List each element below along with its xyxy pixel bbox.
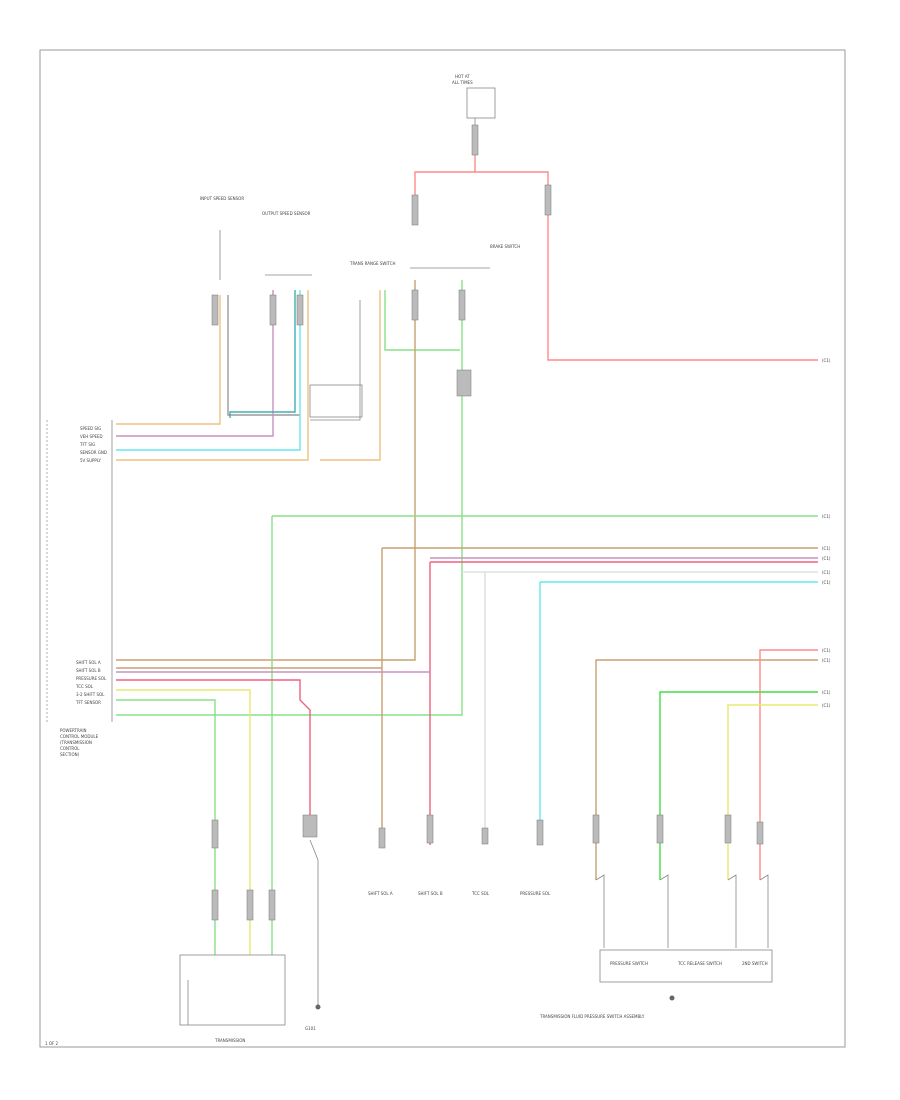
pcm-bottom-pin-4: 3-2 SHIFT SOL <box>76 692 105 697</box>
pcm-bottom-pin-3: TCC SOL <box>75 684 94 689</box>
endpoint-1: (C1) <box>822 514 831 519</box>
bottom-sol-0: SHIFT SOL A <box>368 891 393 896</box>
transmission-block <box>179 954 286 1026</box>
switch-ground-node <box>669 995 675 1001</box>
bottom-sol-2: TCC SOL <box>471 891 490 896</box>
wire-tan-right <box>595 659 818 880</box>
fuse-block <box>466 87 496 119</box>
connector-20 <box>211 889 219 921</box>
connector-1 <box>211 294 219 326</box>
wire-yellow-right <box>727 704 818 880</box>
endpoint-8: (C1) <box>822 690 831 695</box>
sensor-label-2: TRANS RANGE SWITCH <box>349 261 396 266</box>
wire-green-short <box>384 290 460 351</box>
endpoint-5: (C1) <box>822 580 831 585</box>
wire-red-branch <box>414 171 475 200</box>
wire-red-right <box>759 649 818 880</box>
connector-8 <box>544 184 552 216</box>
fuse-top-label-0: HOT AT <box>455 74 470 79</box>
endpoint-2: (C1) <box>822 546 831 551</box>
wire-orange-1 <box>116 295 221 425</box>
connector-17 <box>724 814 732 844</box>
bottom-sol-1: SHIFT SOL B <box>418 891 443 896</box>
wire-green-relay <box>116 280 463 716</box>
wire-green2-pcm <box>116 699 216 955</box>
pcm-label-3: CONTROL <box>60 746 80 751</box>
wire-gray-1 <box>227 295 300 416</box>
pcm-top-pin-0: SPEED SIG <box>80 426 101 431</box>
connector-19 <box>211 819 219 849</box>
wire-green-right <box>659 691 818 880</box>
fuse-top-label-1: ALL TIMES <box>452 80 473 85</box>
ground-node <box>315 1004 321 1010</box>
bottom-block-0: TRANSMISSION <box>214 1038 245 1043</box>
connector-11 <box>378 827 386 849</box>
wire-red-feed <box>474 150 818 361</box>
connector-7 <box>471 124 479 156</box>
connector-3 <box>296 294 304 326</box>
switch-block <box>599 949 773 983</box>
connector-5 <box>411 289 419 321</box>
connector-22 <box>268 889 276 921</box>
pcm-label-2: (TRANSMISSION <box>60 740 92 745</box>
connector-4 <box>411 194 419 226</box>
bottom-sol-3: PRESSURE SOL <box>520 891 551 896</box>
connector-15 <box>592 814 600 844</box>
connector-6 <box>458 289 466 321</box>
endpoint-9: (C1) <box>822 703 831 708</box>
wire-orange-3 <box>320 290 381 461</box>
switch-symbol-4 <box>759 874 769 948</box>
pcm-top-pin-4: 5V SUPPLY <box>80 458 102 463</box>
wire-cyan-1 <box>116 290 301 451</box>
pcm-bottom-pin-1: SHIFT SOL B <box>76 668 101 673</box>
sensor-label-0: INPUT SPEED SENSOR <box>200 196 244 201</box>
pcm-label-0: POWERTRAIN <box>60 728 87 733</box>
connector-21 <box>246 889 254 921</box>
connector-18 <box>756 821 764 845</box>
wire-orange-2 <box>116 290 309 461</box>
bottom-switch-2: 2ND SWITCH <box>742 961 768 966</box>
pcm-label-4: SECTION) <box>60 752 80 757</box>
wire-pink-pcm <box>116 679 311 820</box>
endpoint-6: (C1) <box>822 648 831 653</box>
connector-10 <box>302 814 318 838</box>
wire-teal-1 <box>229 290 296 418</box>
endpoint-0: (C1) <box>822 358 831 363</box>
sensor-label-1: OUTPUT SPEED SENSOR <box>262 211 311 216</box>
pcm-bottom-pin-5: TFT SENSOR <box>75 700 101 705</box>
bottom-block-2: TRANSMISSION FLUID PRESSURE SWITCH ASSEM… <box>539 1014 645 1019</box>
endpoint-7: (C1) <box>822 658 831 663</box>
page-reference: 1 OF 2 <box>45 1041 59 1046</box>
splice-block <box>309 384 363 418</box>
switch-symbol-1 <box>595 874 605 948</box>
connector-16 <box>656 814 664 844</box>
splice-lead <box>310 300 361 421</box>
bottom-block-1: G101 <box>305 1026 316 1031</box>
bottom-switch-0: PRESSURE SWITCH <box>610 961 648 966</box>
wire-tan-relay <box>116 280 416 661</box>
pcm-top-pin-1: VEH SPEED <box>80 434 103 439</box>
sensor-label-3: BRAKE SWITCH <box>490 244 520 249</box>
wire-violet-1 <box>116 290 274 437</box>
connector-13 <box>481 827 489 845</box>
brake-switch-lead <box>309 839 319 1005</box>
wire-yellow-pcm <box>116 689 251 955</box>
pcm-bottom-pin-0: SHIFT SOL A <box>76 660 101 665</box>
pcm-top-pin-3: SENSOR GND <box>80 450 107 455</box>
pcm-label-1: CONTROL MODULE <box>60 734 99 739</box>
connector-9 <box>456 369 472 397</box>
endpoint-3: (C1) <box>822 556 831 561</box>
switch-symbol-3 <box>727 874 737 948</box>
connector-2 <box>269 294 277 326</box>
bottom-switch-1: TCC RELEASE SWITCH <box>677 961 722 966</box>
endpoint-4: (C1) <box>822 570 831 575</box>
connector-14 <box>536 819 544 846</box>
switch-symbol-2 <box>659 874 669 948</box>
pcm-top-pin-2: TFT SIG <box>79 442 95 447</box>
pcm-bottom-pin-2: PRESSURE SOL <box>76 676 107 681</box>
connector-12 <box>426 814 434 844</box>
diagram-frame <box>39 49 846 1048</box>
